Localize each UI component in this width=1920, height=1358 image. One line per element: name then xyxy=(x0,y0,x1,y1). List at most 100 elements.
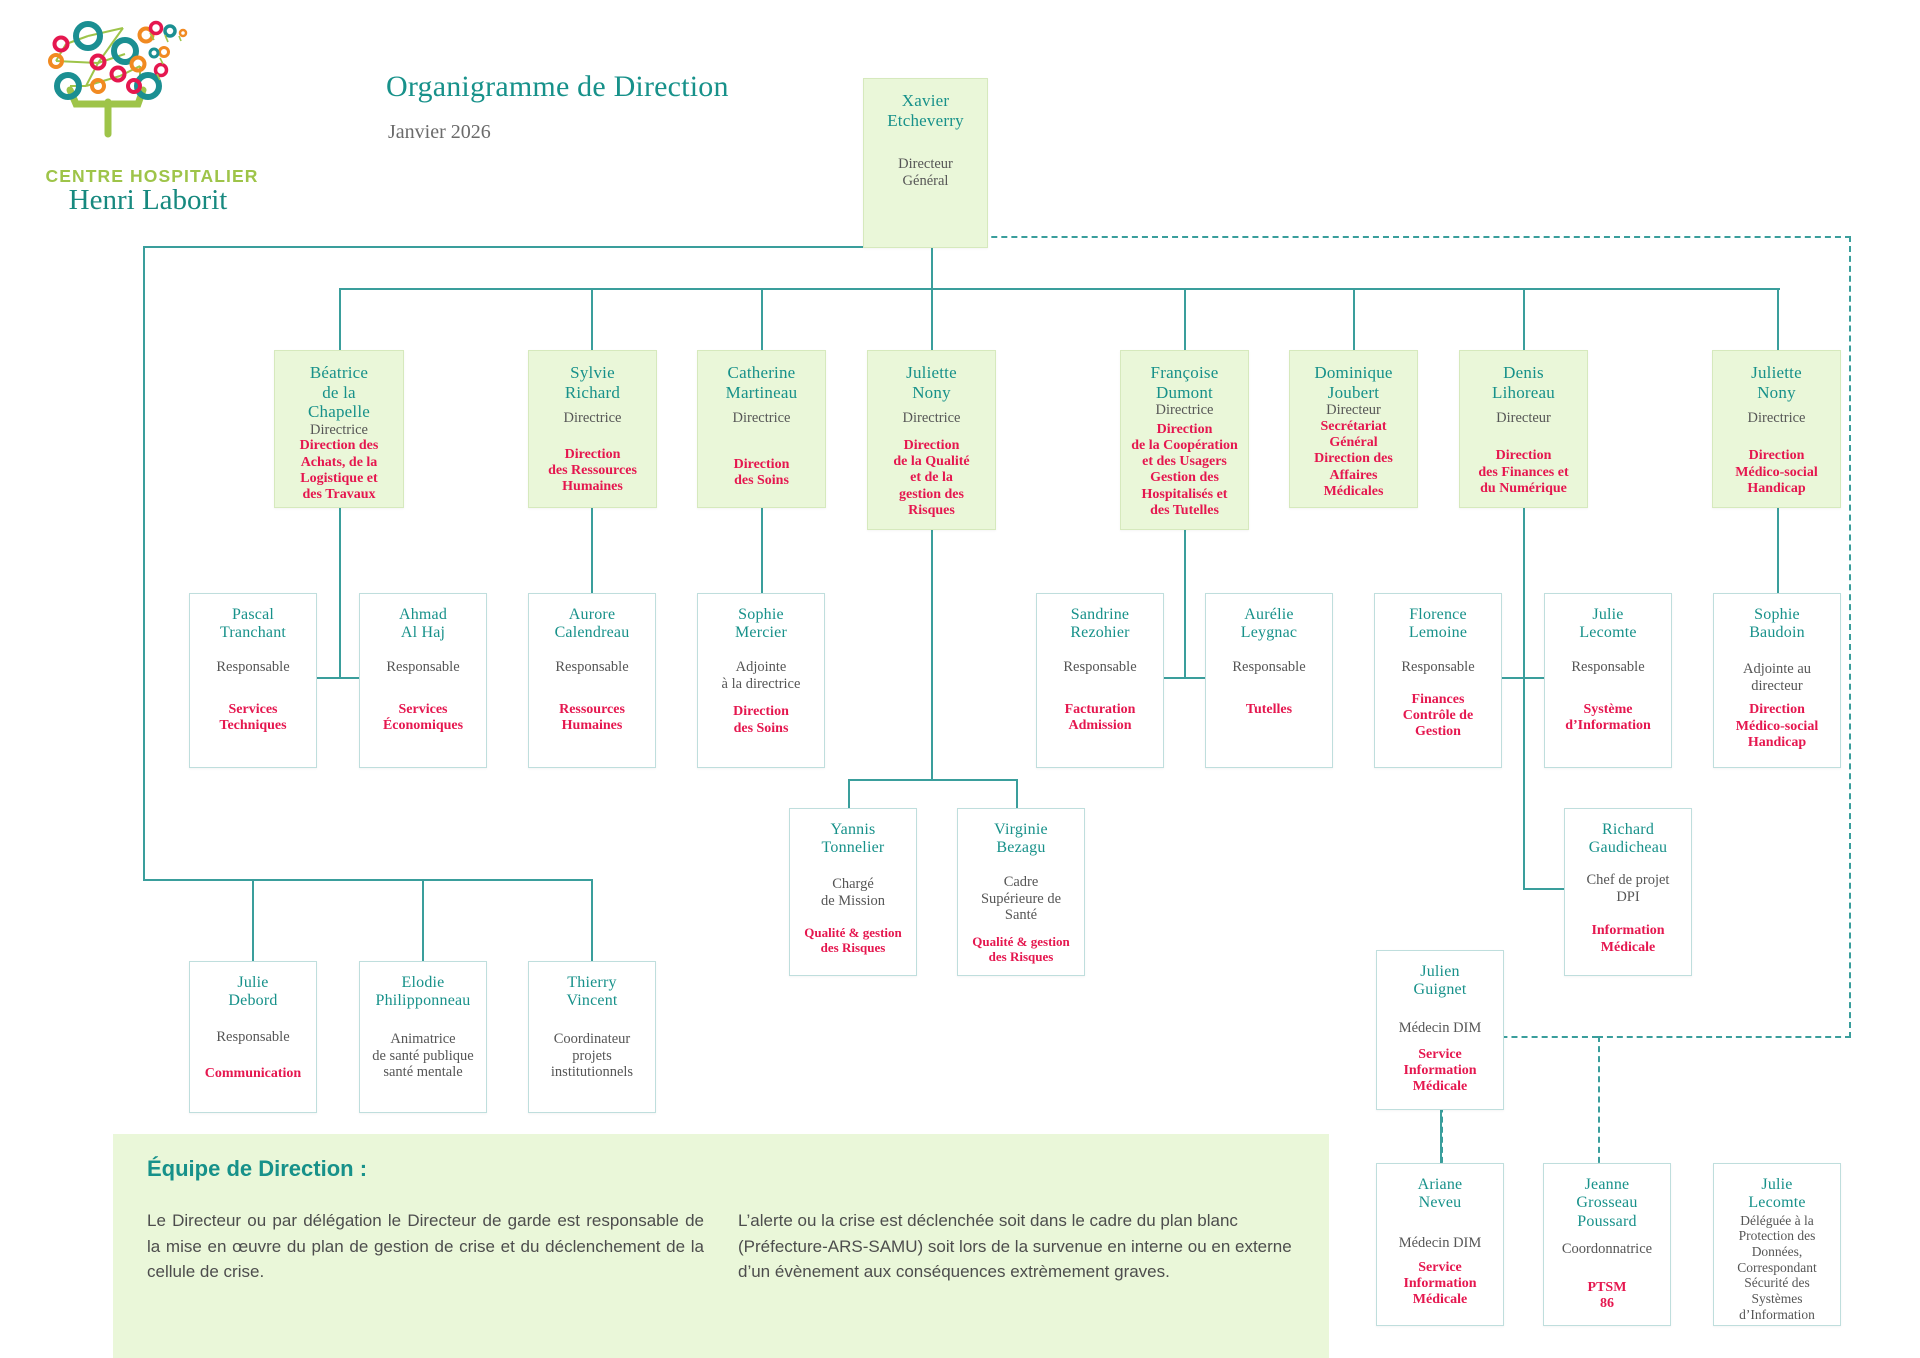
node-department: Tutelles xyxy=(1245,701,1293,717)
node-role: Responsable xyxy=(1401,658,1475,675)
connector-dir8-down xyxy=(1777,508,1779,593)
connector-dir2 xyxy=(591,288,593,350)
connector-dir4-bus xyxy=(848,779,1016,781)
connector-to-philipponneau xyxy=(422,879,424,961)
connector-left-spine xyxy=(143,246,145,880)
connector-dir5-bus xyxy=(1100,677,1269,679)
node-role: Directeur xyxy=(1496,409,1551,426)
node-role: Responsable xyxy=(1571,658,1645,675)
connector-yannis xyxy=(848,779,850,809)
node-role: Coordonnatrice xyxy=(1561,1241,1653,1258)
connector-dashed-to-lecomte xyxy=(1598,1036,1600,1173)
node-role: Directrice xyxy=(1155,402,1214,419)
node-role: Directeur xyxy=(1326,402,1381,419)
page-title: Organigramme de Direction xyxy=(386,70,729,103)
node-role: Responsable xyxy=(386,658,460,675)
connector-dir3-down xyxy=(761,508,763,593)
connector-dir8 xyxy=(1777,288,1779,350)
connector-dir1-down xyxy=(339,508,341,678)
node-role: Directrice xyxy=(732,410,791,427)
connector-dg-left-bus xyxy=(143,246,933,248)
node-role: Médecin DIM xyxy=(1398,1234,1482,1251)
footer-paragraph-left: Le Directeur ou par délégation le Direct… xyxy=(147,1211,704,1281)
logo-line-2: Henri Laborit xyxy=(68,184,228,216)
connector-dir7-down xyxy=(1523,508,1525,888)
connector-dashed-top xyxy=(931,236,1851,238)
footer-paragraph-right: L’alerte ou la crise est déclenchée soit… xyxy=(738,1211,1292,1281)
logo-line-1: CENTRE HOSPITALIER xyxy=(45,166,259,186)
connector-dashed-left-run xyxy=(1441,1036,1598,1038)
connector-dir7-bus xyxy=(1438,677,1609,679)
node-role: Responsable xyxy=(555,658,629,675)
connector-dir3 xyxy=(761,288,763,350)
connector-dashed-right xyxy=(1849,236,1851,1038)
connector-directors-bus xyxy=(339,288,1780,290)
footer-heading: Équipe de Direction : xyxy=(147,1156,368,1181)
node-role: Responsable xyxy=(1232,658,1306,675)
tree-network-logo-icon xyxy=(48,20,188,138)
connector-dir5-down xyxy=(1184,530,1186,677)
connector-to-vincent xyxy=(591,879,593,961)
connector-bottom-left-bus xyxy=(143,879,592,881)
hospital-logo: CENTRE HOSPITALIER Henri Laborit xyxy=(28,6,268,216)
connector-dir4-down xyxy=(931,530,933,780)
connector-dashed-bottom xyxy=(1597,1036,1851,1038)
connector-dir1-bus xyxy=(253,677,425,679)
